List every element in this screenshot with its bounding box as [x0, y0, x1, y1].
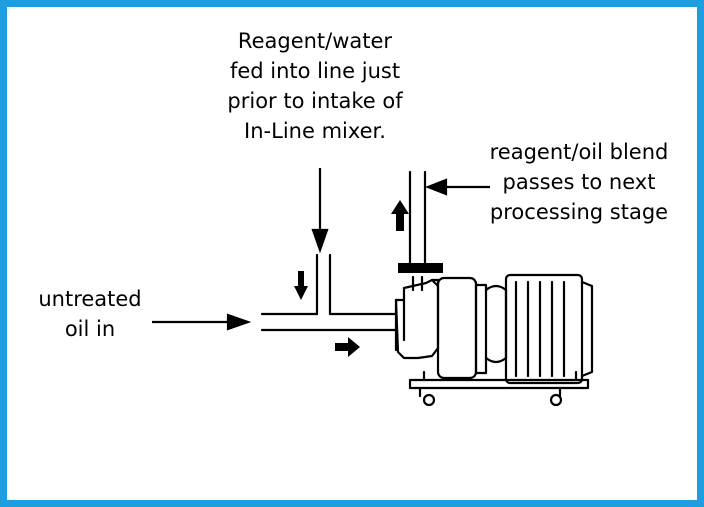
flow-right-arrow [335, 337, 360, 357]
pump-body [394, 276, 488, 380]
label-oil-in: untreated oil in [38, 287, 142, 341]
oil-in-arrow-head [226, 313, 252, 331]
label-blend-output: reagent/oil blend passes to next process… [489, 140, 669, 224]
outlet-flange [398, 263, 443, 273]
intake-pipe [260, 312, 398, 332]
reagent-arrow-head [311, 228, 329, 254]
blend-arrow-head [424, 178, 448, 196]
flow-down-arrow [294, 271, 308, 300]
motor [484, 273, 594, 385]
label-reagent-feed: Reagent/water fed into line just prior t… [227, 29, 403, 143]
reagent-feed-pipe [315, 253, 332, 316]
base-frame [408, 370, 590, 407]
flow-up-arrow [391, 200, 409, 231]
